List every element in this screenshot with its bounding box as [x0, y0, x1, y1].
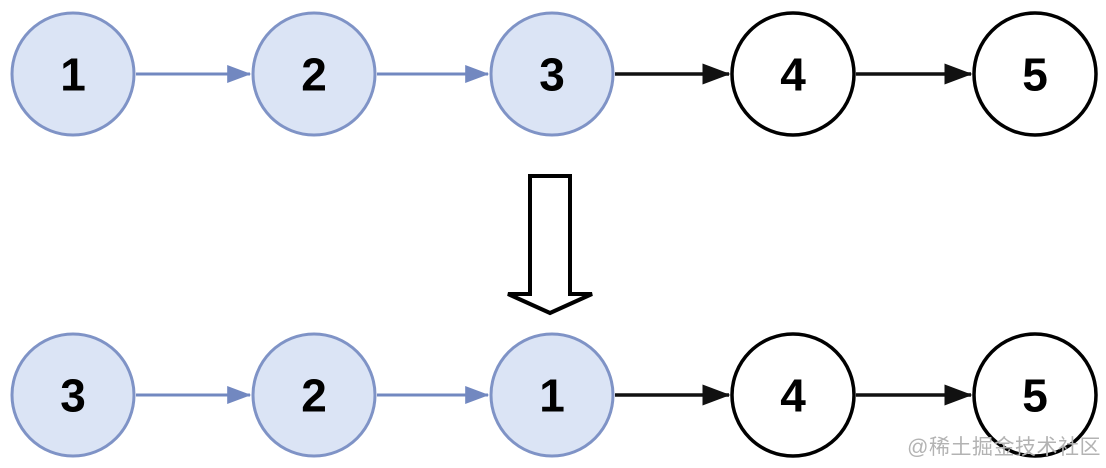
node-circle	[251, 11, 377, 137]
list-row-reversed-list: 3 2 1 4 5	[10, 332, 1098, 458]
list-node: 3	[10, 332, 136, 458]
list-node: 5	[972, 11, 1098, 137]
watermark: @稀土掘金技术社区	[907, 436, 1101, 459]
node-circle	[251, 332, 377, 458]
node-circle	[972, 11, 1098, 137]
list-node: 2	[251, 332, 377, 458]
node-circle	[489, 332, 615, 458]
list-node: 1	[10, 11, 136, 137]
node-label: 1	[60, 49, 86, 101]
node-label: 4	[780, 49, 806, 101]
list-node: 4	[730, 332, 856, 458]
node-label: 5	[1022, 49, 1048, 101]
list-node: 4	[730, 11, 856, 137]
node-label: 3	[539, 49, 565, 101]
node-circle	[10, 11, 136, 137]
list-node: 3	[489, 11, 615, 137]
reverse-transform-down-arrow-icon	[507, 174, 593, 316]
node-label: 3	[60, 370, 86, 422]
node-circle	[730, 332, 856, 458]
list-node: 1	[489, 332, 615, 458]
list-node: 2	[251, 11, 377, 137]
node-label: 5	[1022, 370, 1048, 422]
node-label: 4	[780, 370, 806, 422]
node-label: 1	[539, 370, 565, 422]
node-circle	[730, 11, 856, 137]
node-circle	[489, 11, 615, 137]
node-label: 2	[301, 49, 327, 101]
node-circle	[972, 332, 1098, 458]
node-label: 2	[301, 370, 327, 422]
list-row-original-list: 1 2 3 4 5	[10, 11, 1098, 137]
node-circle	[10, 332, 136, 458]
list-node: 5	[972, 332, 1098, 458]
